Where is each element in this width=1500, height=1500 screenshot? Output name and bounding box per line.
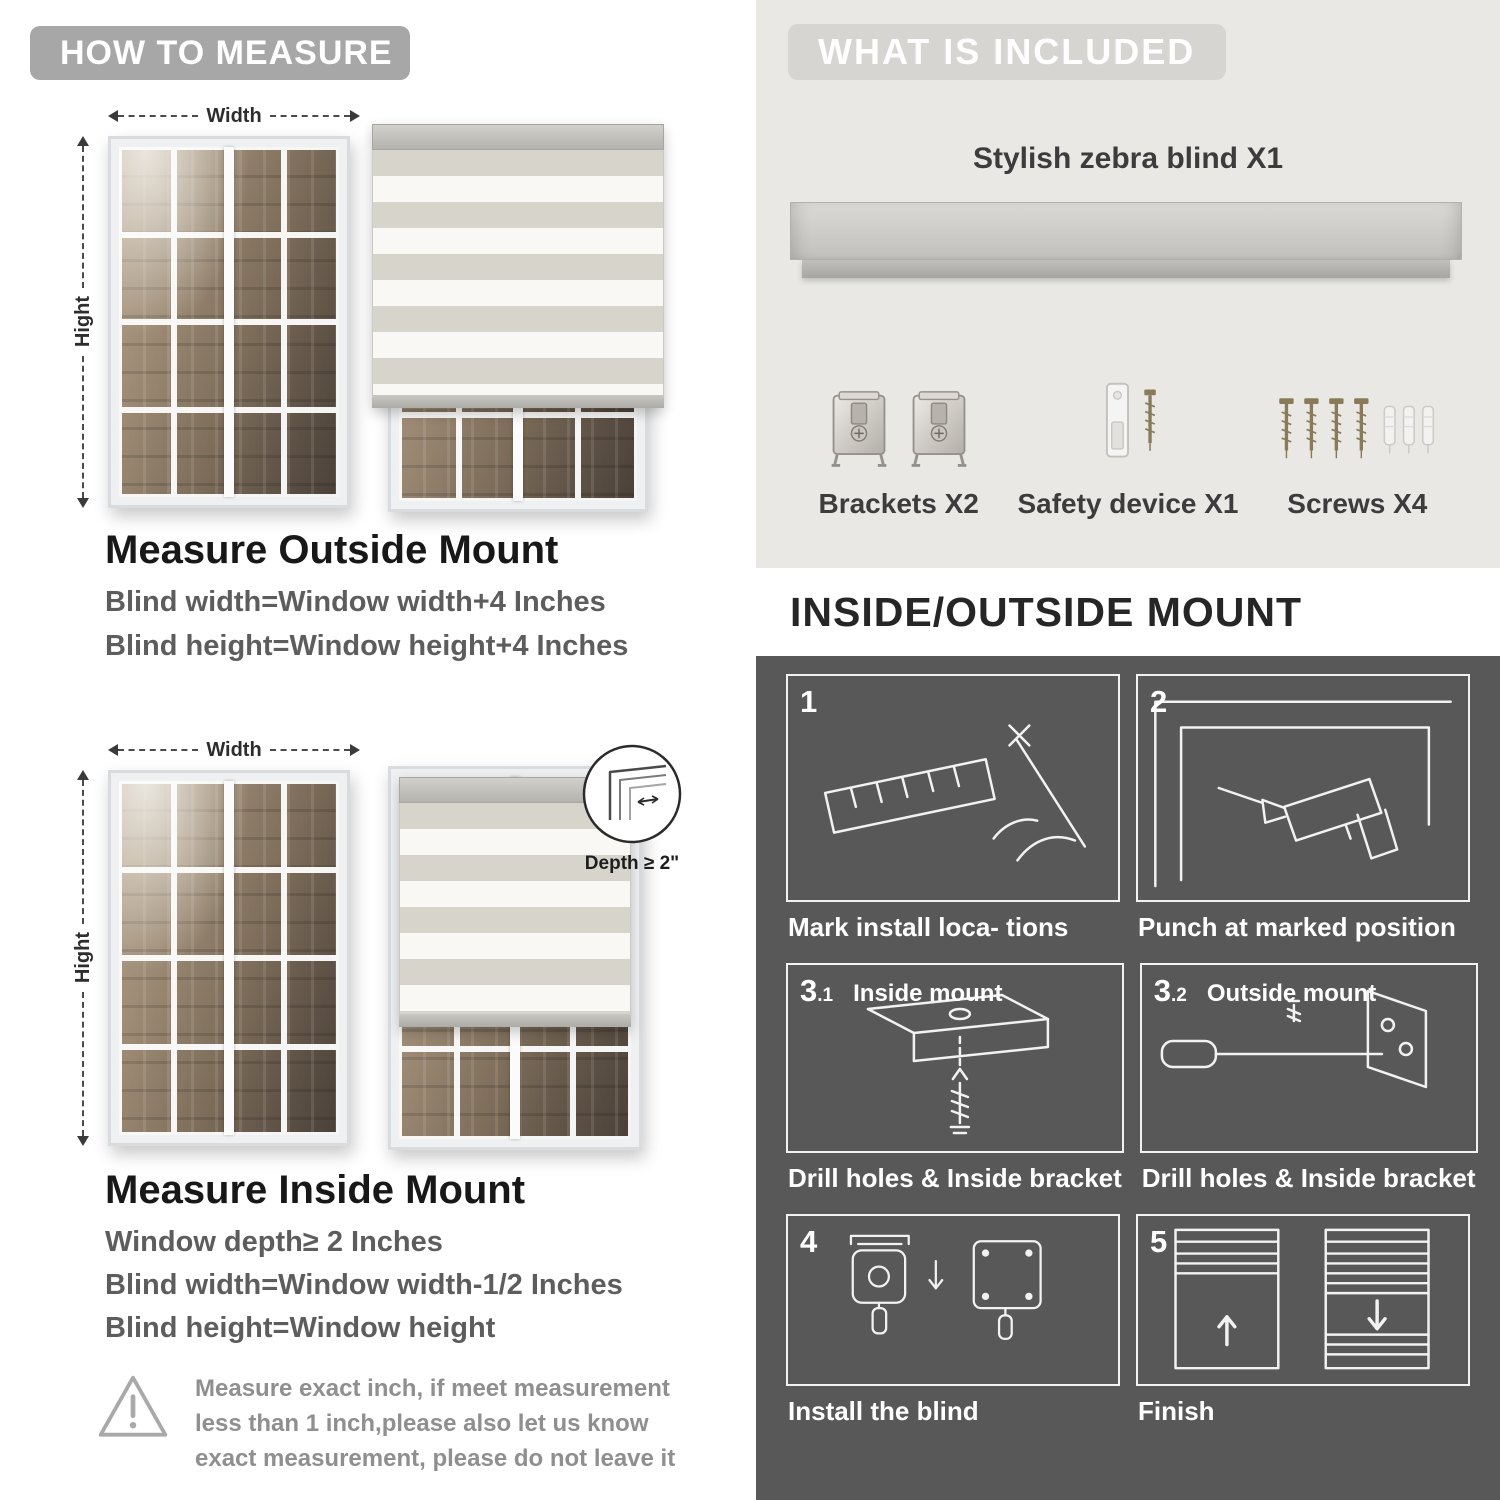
warning-text: Measure exact inch, if meet measurement …: [195, 1375, 676, 1472]
arrow-right-icon: [350, 744, 361, 756]
included-item-screws: Screws X4: [1243, 320, 1472, 520]
outside-mount-window-diagram: Width Hight: [68, 104, 361, 508]
inside-mount-formula-height: Blind height=Window height: [105, 1312, 496, 1344]
step-3-2-illustration: [1160, 989, 1427, 1089]
step-2-number: 2: [1150, 684, 1168, 719]
what-is-included-badge: WHAT IS INCLUDED: [788, 24, 1226, 80]
step-3-2-number: 3: [1153, 973, 1172, 1008]
included-item-brackets: Brackets X2: [784, 320, 1013, 520]
step-2-caption: Punch at marked position: [1138, 912, 1456, 942]
step-3-2-title: Outside mount: [1206, 980, 1377, 1007]
width-label: Width: [206, 104, 262, 127]
outside-mount-formula-width: Blind width=Window width+4 Inches: [105, 586, 606, 618]
blind-item-label: Stylish zebra blind X1: [972, 142, 1284, 175]
brackets-label: Brackets X2: [818, 488, 979, 519]
arrow-right-icon: [350, 110, 361, 122]
window-illustration: [108, 136, 350, 508]
step-3-1-illustration: [866, 993, 1050, 1135]
included-item-safety-device: Safety device X1: [1013, 320, 1242, 520]
outside-mount-formula-height: Blind height=Window height+4 Inches: [105, 630, 629, 662]
step-1-illustration: [823, 724, 1087, 862]
step-5-caption: Finish: [1138, 1396, 1215, 1426]
how-to-measure-label: HOW TO MEASURE: [60, 33, 393, 72]
inside-mount-heading: Measure Inside Mount: [105, 1168, 526, 1212]
warning-icon: [98, 1375, 168, 1437]
height-label: Hight: [71, 932, 94, 984]
window-illustration: [108, 770, 350, 1146]
what-is-included-label: WHAT IS INCLUDED: [818, 31, 1196, 72]
outside-mount-blind-illustration: [372, 124, 664, 512]
zebra-blind-illustration: [372, 124, 664, 408]
step-1-caption: Mark install loca- tions: [788, 912, 1069, 942]
screws-icon: [1273, 391, 1441, 470]
blind-stripes: [399, 803, 631, 1014]
blind-bottom-rail: [399, 1014, 631, 1027]
safety-device-label: Safety device X1: [1017, 488, 1239, 519]
arrow-down-icon: [77, 498, 89, 508]
step-3-1-title: Inside mount: [853, 980, 1003, 1007]
step-3-2: 3 .2 Outside mount: [1139, 963, 1478, 1214]
height-arrow: Hight: [68, 770, 108, 1146]
step-3-1: 3 .1 Inside mount: [786, 963, 1124, 1214]
window-panes: [119, 781, 339, 1135]
width-arrow: Width: [108, 738, 361, 762]
inside-mount-window-diagram: Width Hight: [68, 738, 361, 1146]
width-arrow: Width: [108, 104, 361, 128]
step-1: 1 Mark i: [786, 674, 1120, 963]
mount-steps-section: 1 Mark i: [756, 656, 1500, 1500]
blind-cassette: [372, 124, 664, 150]
how-to-measure-badge: HOW TO MEASURE: [30, 26, 410, 80]
step-2: 2 Punch: [1136, 674, 1470, 963]
step-4-caption: Install the blind: [788, 1396, 979, 1426]
arrow-up-icon: [77, 136, 89, 146]
outside-mount-heading: Measure Outside Mount: [105, 528, 559, 572]
arrow-left-icon: [108, 110, 118, 122]
depth-label: Depth ≥ 2": [584, 853, 680, 874]
safety-device-icon: [1082, 378, 1174, 470]
arrow-up-icon: [77, 770, 89, 780]
step-4-number: 4: [800, 1224, 818, 1259]
step-5: 5 Finish: [1136, 1214, 1470, 1447]
arrow-left-icon: [108, 744, 118, 756]
inside-mount-formula-width: Blind width=Window width-1/2 Inches: [105, 1269, 623, 1301]
included-items: Brackets X2 Safety device X1: [784, 320, 1472, 520]
window-panes: [119, 147, 339, 497]
what-is-included-section: WHAT IS INCLUDED Stylish zebra blind X1: [756, 0, 1500, 568]
step-1-number: 1: [800, 684, 818, 719]
height-label: Hight: [71, 296, 94, 348]
brackets-icon: [826, 390, 972, 470]
blind-bottom-rail: [372, 395, 664, 408]
step-3-1-caption: Drill holes & Inside bracket: [788, 1163, 1122, 1193]
step-3-1-number: 3: [800, 973, 818, 1008]
step-4: 4: [786, 1214, 1120, 1447]
step-2-illustration: [1154, 700, 1452, 888]
step-4-illustration: [849, 1234, 1042, 1340]
height-arrow: Hight: [68, 136, 108, 508]
arrow-down-icon: [77, 1136, 89, 1146]
headrail-image: [790, 202, 1462, 278]
step-5-illustration: [1174, 1228, 1430, 1370]
blind-stripes: [372, 150, 664, 395]
mount-section-heading: INSIDE/OUTSIDE MOUNT: [756, 568, 1500, 656]
depth-detail-icon: [582, 744, 682, 844]
depth-detail: Depth ≥ 2": [572, 742, 692, 875]
step-3-2-caption: Drill holes & Inside bracket: [1141, 1163, 1476, 1193]
step-5-number: 5: [1150, 1224, 1168, 1259]
screws-label: Screws X4: [1287, 488, 1428, 519]
width-label: Width: [206, 738, 262, 761]
inside-mount-rule-depth: Window depth≥ 2 Inches: [105, 1226, 443, 1258]
measurement-warning: Measure exact inch, if meet measurement …: [95, 1372, 695, 1476]
